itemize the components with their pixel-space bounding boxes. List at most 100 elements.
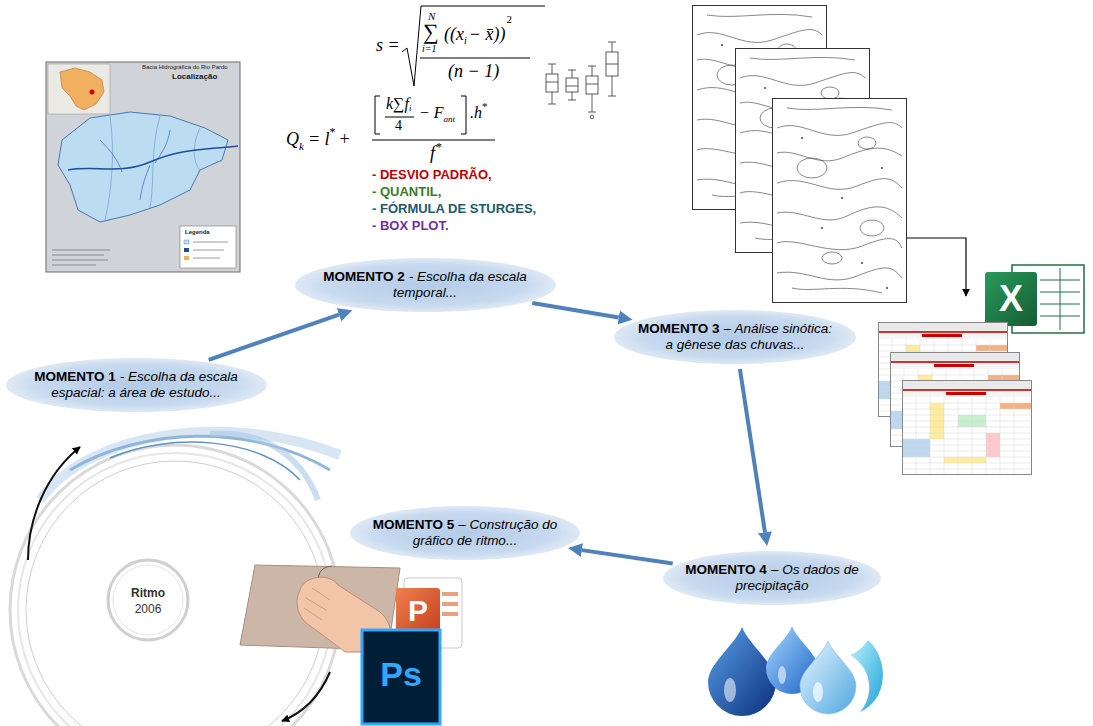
photoshop-icon	[362, 630, 440, 724]
formula-symbol: *	[330, 126, 336, 138]
icon-letter: P	[408, 596, 428, 626]
water-drops	[850, 640, 883, 712]
water-drops	[813, 682, 823, 702]
formula-symbol: 2	[506, 14, 512, 25]
rhythm-figure	[40, 432, 340, 500]
formula-symbol: k∑f	[386, 96, 409, 112]
study-area-map	[48, 64, 110, 114]
boxplot-figure	[566, 86, 578, 87]
study-area-map	[100, 130, 170, 200]
study-area-map	[90, 90, 95, 95]
boxplot-figure	[606, 64, 618, 65]
moment-ellipse: MOMENTO 2- Escolha da escala temporal...	[294, 257, 557, 313]
moment-ellipse: MOMENTO 1- Escolha da escala espacial: a…	[5, 357, 268, 413]
formula-strokes	[372, 6, 545, 140]
formula-symbol: − x̄))	[469, 25, 506, 43]
study-area-map	[52, 250, 110, 265]
powerpoint-icon	[442, 602, 458, 606]
formula-symbol: .h	[470, 105, 482, 121]
study-area-map	[58, 112, 228, 222]
spreadsheets	[879, 323, 1032, 475]
moment-text: MOMENTO 2- Escolha da escala temporal...	[318, 269, 533, 301]
moment-text: MOMENTO 5– Construção do gráfico de ritm…	[370, 517, 560, 549]
ellipse-fill	[614, 310, 856, 364]
boxplot-figure	[586, 76, 598, 94]
formula-symbol: Q	[286, 130, 299, 148]
formula-symbol: *	[482, 101, 488, 112]
powerpoint-icon	[396, 588, 440, 634]
flow-arrow	[532, 303, 619, 318]
study-area-map	[68, 146, 238, 170]
study-area-map	[46, 62, 240, 272]
moment-ellipse: MOMENTO 4– Os dados de precipitação	[662, 550, 882, 606]
formula-symbol: k	[299, 141, 304, 152]
formula-symbol: ∑	[423, 21, 439, 43]
formula-symbol: = l	[308, 130, 330, 148]
formula-symbol: ant	[444, 115, 456, 124]
method-item: - BOX PLOT.	[372, 219, 449, 232]
ellipse-fill	[350, 506, 580, 560]
moment-text: MOMENTO 1- Escolha da escala espacial: a…	[29, 369, 244, 401]
boxplot-figure	[586, 84, 598, 85]
moment-title: MOMENTO 1	[34, 369, 116, 384]
moment-description: - Escolha da escala temporal...	[393, 269, 527, 300]
study-area-map	[60, 68, 104, 110]
ellipse-fill	[295, 258, 556, 312]
map-title: Localização	[172, 73, 217, 81]
ellipse-fill	[6, 358, 267, 412]
powerpoint-icon	[442, 612, 458, 616]
formula-symbol: f	[430, 144, 435, 162]
formula-strokes	[420, 58, 530, 59]
water-drops	[778, 666, 786, 684]
ellipse-fill	[663, 551, 881, 605]
method-item: - DESVIO PADRÃO,	[372, 168, 492, 181]
moment-ellipse: MOMENTO 3– Análise sinótica: a gênese da…	[613, 309, 857, 365]
boxplot-figure	[546, 82, 558, 83]
moment-title: MOMENTO 2	[323, 269, 405, 284]
flow-arrow	[740, 369, 765, 532]
synoptic-charts	[693, 6, 967, 303]
formula-symbol: +	[340, 130, 350, 148]
flow-arrow	[209, 315, 339, 360]
moment-title: MOMENTO 5	[373, 517, 455, 532]
study-area-map	[105, 116, 200, 220]
moment-text: MOMENTO 4– Os dados de precipitação	[682, 562, 862, 594]
boxplot-figure	[546, 74, 558, 92]
powerpoint-icon	[442, 592, 458, 596]
study-area-map	[184, 240, 189, 244]
formula-symbol: i=1	[422, 44, 437, 54]
formula-symbol: s =	[376, 36, 400, 54]
rhythm-figure	[70, 436, 330, 470]
flow-arrow	[582, 550, 673, 563]
study-area-map	[184, 248, 189, 252]
rhythm-figure	[108, 560, 188, 640]
rhythm-label: 2006	[135, 603, 162, 615]
rhythm-figure	[282, 672, 330, 721]
moment-text: MOMENTO 3– Análise sinótica: a gênese da…	[635, 321, 835, 353]
boxplot-figure	[606, 52, 618, 76]
map-title: Bacia Hidrográfica do Rio Pardo	[142, 64, 228, 70]
formula-symbol: (n − 1)	[448, 62, 499, 80]
synoptic-charts	[907, 238, 966, 296]
study-area-map	[193, 242, 228, 258]
water-drops	[800, 641, 856, 714]
icon-letter: Ps	[380, 657, 422, 691]
formula-strokes	[402, 6, 545, 86]
spreadsheets	[903, 381, 1032, 475]
formula-symbol: − F	[419, 105, 444, 121]
boxplot-figure	[546, 42, 618, 119]
formula-strokes	[372, 140, 495, 141]
excel-icon	[1040, 268, 1080, 330]
water-drops	[724, 678, 736, 702]
study-area-map	[184, 256, 189, 260]
method-item: - FÓRMULA DE STURGES,	[372, 202, 536, 215]
water-drops	[708, 627, 776, 716]
formula-symbol: *	[436, 141, 442, 153]
moment-title: MOMENTO 4	[685, 562, 767, 577]
mouse-and-hand	[304, 588, 330, 620]
map-legend-title: Legenda	[185, 229, 210, 235]
study-area-map	[46, 62, 240, 272]
water-drops	[708, 626, 883, 716]
